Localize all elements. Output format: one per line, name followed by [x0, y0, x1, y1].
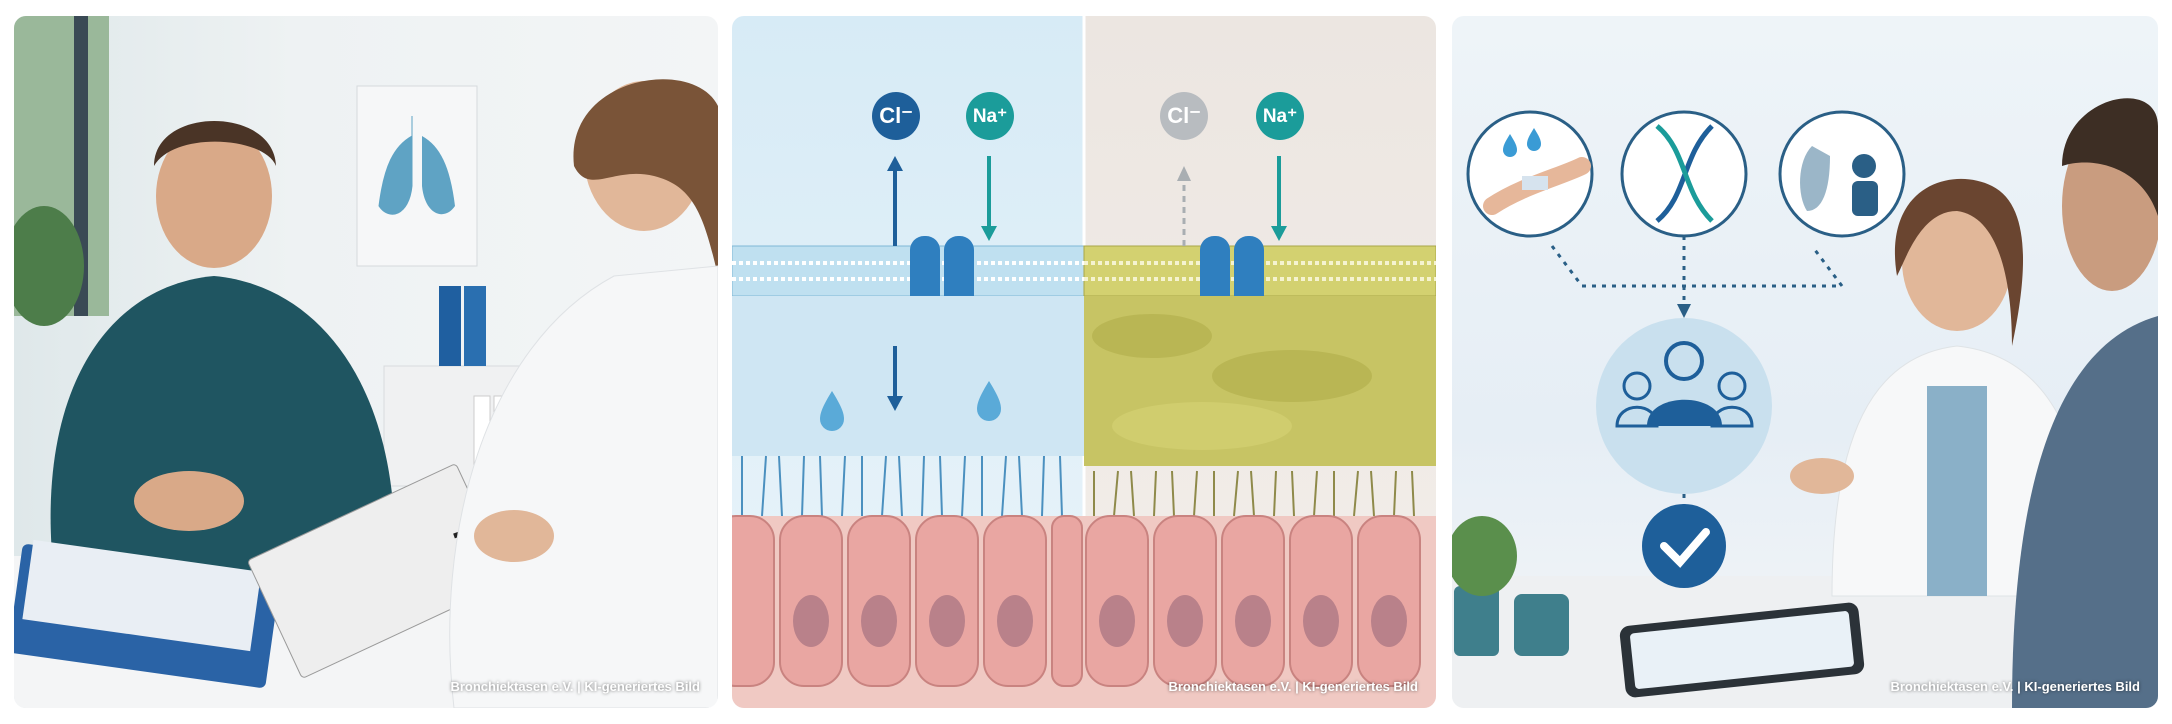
airway-surface-liquid	[732, 296, 1084, 456]
sweat-test-icon	[1466, 110, 1594, 238]
cilia-left	[741, 455, 1063, 517]
ion-transport-panel: Cl⁻ Na⁺ Cl⁻ Na⁺ Bronchiektasen e.V. | KI…	[732, 16, 1436, 708]
membrane-left	[732, 245, 1085, 297]
care-team-illustration	[1452, 98, 2158, 708]
chloride-ion-left: Cl⁻	[872, 92, 920, 140]
check-icon	[1642, 504, 1726, 588]
plant-pot	[1454, 586, 1499, 656]
image-caption: Bronchiektasen e.V. | KI-generiertes Bil…	[1890, 679, 2140, 694]
plant	[1452, 516, 1517, 596]
image-caption: Bronchiektasen e.V. | KI-generiertes Bil…	[1168, 679, 1418, 694]
care-team-panel: Bronchiektasen e.V. | KI-generiertes Bil…	[1452, 16, 2158, 708]
cell-nuclei	[793, 595, 1407, 647]
sodium-ion-right: Na⁺	[1256, 92, 1304, 140]
plant	[14, 206, 84, 326]
cilia-right	[1093, 470, 1415, 517]
dna-test-icon	[1620, 110, 1748, 238]
image-caption: Bronchiektasen e.V. | KI-generiertes Bil…	[450, 679, 700, 694]
consultation-panel: Bronchiektasen e.V. | KI-generiertes Bil…	[14, 16, 718, 708]
patient	[156, 124, 272, 268]
water-droplet	[820, 391, 844, 431]
connector-lines	[1550, 236, 1845, 306]
consultation-illustration	[14, 16, 718, 708]
ion-transport-illustration	[732, 16, 1436, 708]
chloride-ion-right: Cl⁻	[1160, 92, 1208, 140]
cup	[1514, 594, 1569, 656]
sodium-ion-left: Na⁺	[966, 92, 1014, 140]
lung-poster	[356, 85, 478, 267]
lung-function-icon	[1778, 110, 1906, 238]
